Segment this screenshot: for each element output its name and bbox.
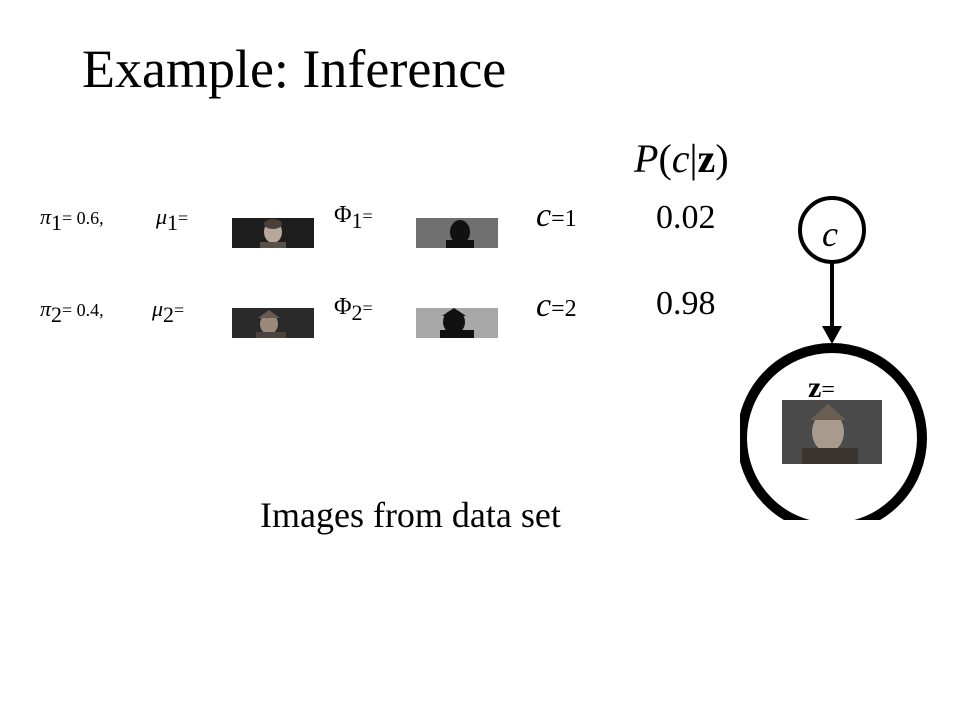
mean-image-1	[232, 218, 314, 248]
posterior-open: (	[658, 136, 672, 181]
covariance-image-2	[416, 308, 498, 338]
posterior-close: )	[715, 136, 729, 181]
c-2-label: c=2	[536, 287, 577, 324]
posterior-value-1: 0.02	[656, 199, 716, 236]
posterior-bar: |	[689, 136, 698, 181]
observed-image	[782, 400, 882, 464]
posterior-header: P(c|z)	[634, 136, 729, 182]
posterior-p: P	[634, 136, 659, 181]
pi-2-label: π2= 0.4,	[40, 296, 104, 327]
graphical-model	[740, 196, 927, 520]
phi-1-label: Φ1=	[334, 202, 373, 233]
mu-1-label: μ1=	[156, 204, 189, 235]
edge-arrowhead	[822, 326, 842, 344]
caption: Images from data set	[260, 495, 561, 535]
posterior-c: c	[671, 136, 690, 181]
covariance-image-1	[416, 218, 498, 248]
posterior-value-2: 0.98	[656, 285, 716, 322]
mean-image-2	[232, 308, 314, 338]
slide-title: Example: Inference	[82, 39, 507, 99]
posterior-z: z	[697, 136, 716, 181]
phi-2-label: Φ2=	[334, 294, 373, 325]
c-1-label: c=1	[536, 197, 577, 234]
latent-node-label: c	[822, 214, 838, 254]
observed-node-label: z=	[808, 371, 835, 404]
mu-2-label: μ2=	[152, 296, 185, 327]
pi-1-label: π1= 0.6,	[40, 204, 104, 235]
